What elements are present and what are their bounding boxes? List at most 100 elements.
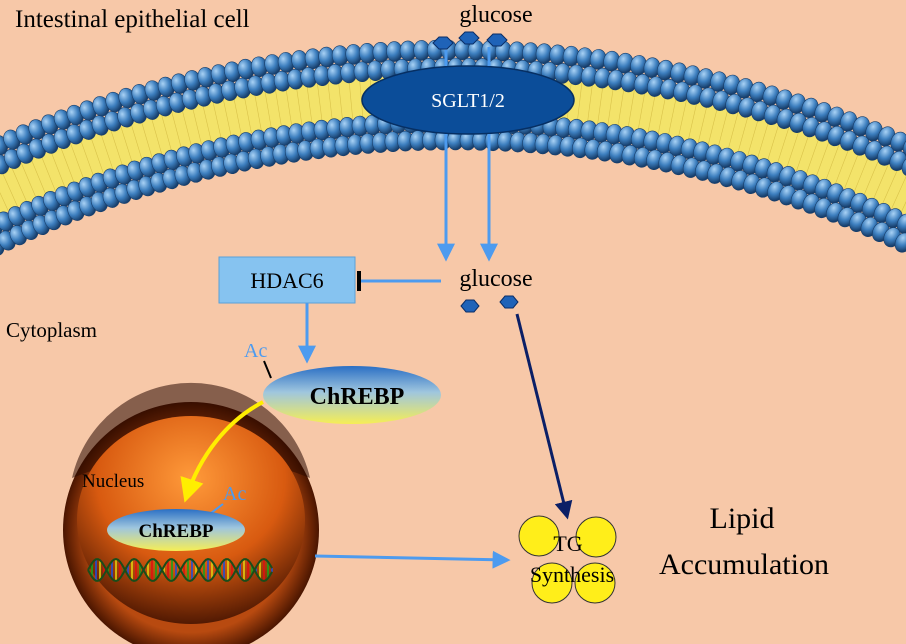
glucose-molecules-outside: [432, 31, 508, 50]
glucose-inside-label: glucose: [459, 266, 532, 292]
lipid-tail: [60, 146, 75, 184]
lipid-tail: [70, 143, 85, 180]
lipid-tail: [577, 82, 583, 122]
nuclear-translocation-arrow: [180, 400, 264, 503]
acetyl-label-cytoplasm: Ac: [244, 340, 267, 362]
transcription-arrow: [314, 550, 511, 569]
lipid-tail: [254, 92, 262, 132]
lipid-tail: [627, 89, 635, 129]
lipid-tail: [717, 109, 729, 148]
membrane-core: [0, 75, 906, 216]
synthesis-label: Synthesis: [530, 562, 614, 587]
lipid-head: [902, 137, 906, 158]
glucose-molecule-icon: [458, 31, 480, 45]
lipid-tail: [11, 166, 28, 203]
chrebp-nucleus-label: ChREBP: [139, 521, 214, 542]
lipid-tail: [607, 86, 614, 126]
lipid-head: [896, 213, 906, 234]
hdac6-label: HDAC6: [250, 268, 323, 293]
lipid-tail: [233, 96, 242, 136]
lipid-tail: [212, 101, 222, 140]
lipid-tail: [597, 85, 604, 124]
lipid-tail: [327, 82, 333, 121]
glucose-molecule-icon: [486, 33, 508, 47]
lipid-tail: [1, 171, 18, 208]
glucose-outside-label: glucose: [459, 2, 532, 28]
lipid-tail: [687, 102, 698, 141]
lipid-tail: [359, 78, 364, 118]
lipid-tail: [637, 91, 646, 131]
lipid-tail: [222, 99, 232, 138]
lipid-tail: [844, 152, 860, 189]
lipid-tail: [20, 162, 37, 199]
lipid-tail: [181, 108, 192, 147]
dna-strand: [87, 557, 273, 583]
lipid-tail: [747, 117, 759, 156]
lipid-tail: [161, 114, 173, 152]
lipid-tail: [348, 79, 353, 119]
lipid-droplet: [574, 562, 616, 604]
glucose-molecule-icon: [460, 299, 480, 313]
lipid-tail: [285, 87, 293, 127]
lipid-tail: [786, 130, 800, 168]
lipid-tail: [891, 175, 906, 209]
glucose-molecule-icon: [499, 295, 519, 309]
lipid-tail: [872, 164, 889, 201]
dna-helix: [87, 557, 273, 583]
lipid-tail: [900, 201, 906, 213]
lipid-tail: [853, 156, 870, 193]
lipid-tail: [805, 137, 820, 175]
lipid-tail: [171, 111, 182, 150]
lipid-tail: [757, 120, 769, 159]
lipid-tail: [296, 86, 303, 125]
lipid-tail: [834, 148, 850, 185]
lipid-tail: [882, 168, 899, 205]
transporter-label: SGLT1/2: [431, 90, 505, 112]
lipid-tail: [647, 93, 656, 133]
lipid-tail: [140, 119, 153, 158]
lipid-tail: [306, 84, 313, 124]
lipid-tail: [657, 95, 667, 134]
lipid-tail: [338, 80, 343, 120]
lipid-tail: [776, 127, 790, 165]
acetyl-bond: [263, 360, 272, 379]
lipid-tail: [191, 106, 202, 145]
lipid-tail: [100, 132, 114, 170]
nucleus-label: Nucleus: [82, 471, 144, 492]
lipid-tail: [825, 144, 840, 182]
lipid-tail: [110, 129, 123, 167]
lipid-tail: [40, 154, 56, 192]
lipid-head: [901, 156, 906, 177]
lipid-tails: [0, 75, 906, 213]
glucose-molecule-icon: [432, 36, 454, 50]
lipid-head-row: [0, 129, 906, 259]
chrebp-cytoplasm: [263, 366, 441, 424]
lipid-tail: [587, 83, 593, 123]
hdac6-box: [218, 256, 356, 304]
lipid-droplet: [575, 516, 617, 558]
lipid-tail: [243, 94, 252, 134]
lipid-tail: [0, 192, 9, 212]
chrebp-cytoplasm-label: ChREBP: [310, 384, 405, 410]
lipid-tail: [617, 88, 625, 127]
lipid-tail: [150, 116, 163, 155]
cell-type-label: Intestinal epithelial cell: [15, 6, 250, 33]
lipid-tail: [707, 107, 718, 146]
accumulation-label: Accumulation: [659, 548, 829, 581]
lipid-droplets: [518, 515, 617, 604]
lipid-tail: [767, 124, 780, 162]
glucose-to-tg-arrow: [515, 313, 573, 520]
lipid-head: [894, 232, 906, 253]
lipid-tail: [317, 83, 323, 123]
lipid-tail: [50, 150, 66, 188]
acetyl-bond-nucleus: [210, 503, 224, 514]
lipid-label: Lipid: [710, 502, 775, 535]
sglt-transporter: [361, 65, 575, 135]
cytoplasm-label: Cytoplasm: [6, 318, 97, 342]
lipid-tail: [667, 97, 677, 137]
lipid-tail: [697, 104, 708, 143]
lipid-tail: [90, 136, 104, 174]
lipid-tail: [863, 160, 879, 197]
lipid-head-row: [0, 39, 906, 158]
